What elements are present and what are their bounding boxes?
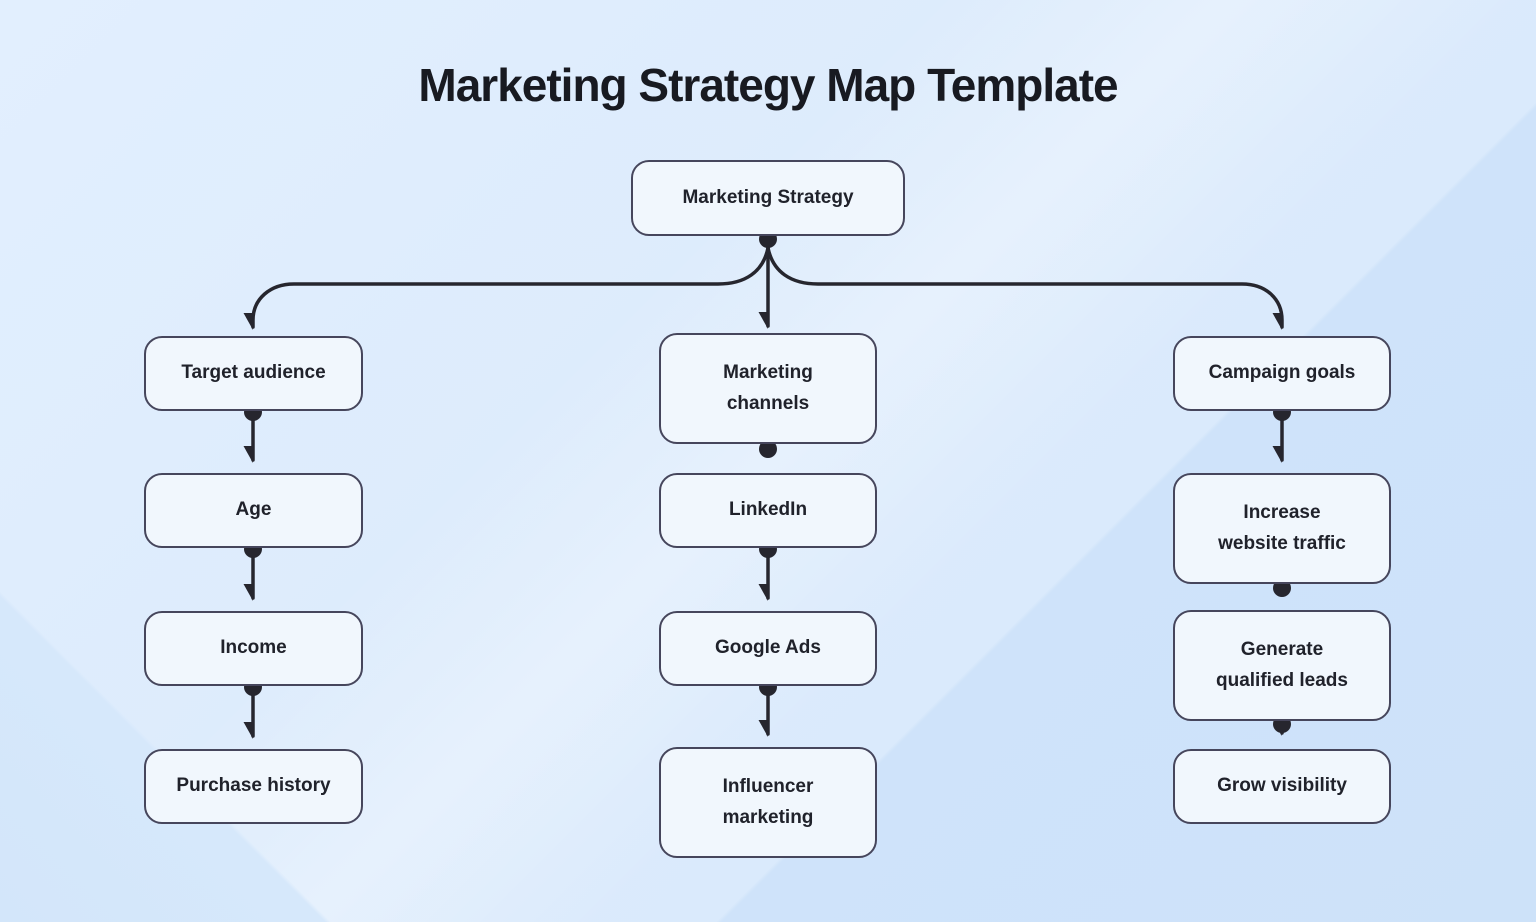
node-income[interactable]: Income (144, 611, 363, 686)
connector-campaign-goals-to-increase-website-traffic (1273, 403, 1291, 460)
connector-google-ads-to-influencer-marketing (759, 678, 777, 734)
node-label: LinkedIn (728, 499, 808, 521)
node-label: Income (220, 637, 287, 659)
node-marketing-channels[interactable]: Marketing channels (659, 333, 877, 444)
node-label: Purchase history (176, 775, 331, 797)
node-age[interactable]: Age (144, 473, 363, 548)
page-title: Marketing Strategy Map Template (418, 59, 1118, 111)
connector-target-audience-to-age (244, 403, 262, 460)
node-label: Target audience (181, 362, 326, 384)
node-generate-qualified-leads[interactable]: Generate qualified leads (1173, 610, 1391, 721)
node-campaign-goals[interactable]: Campaign goals (1173, 336, 1391, 411)
connector-root-to-campaign-goals (766, 246, 1284, 327)
node-marketing-strategy[interactable]: Marketing Strategy (631, 160, 905, 236)
node-label: Marketing Strategy (682, 186, 854, 208)
node-label: Marketing channels (723, 361, 813, 414)
node-label: Google Ads (715, 637, 821, 659)
connector-root-to-target-audience (253, 246, 770, 327)
node-target-audience[interactable]: Target audience (144, 336, 363, 411)
node-linkedin[interactable]: LinkedIn (659, 473, 877, 548)
node-increase-website-traffic[interactable]: Increase website traffic (1173, 473, 1391, 584)
connector-linkedin-to-google-ads (759, 540, 777, 598)
node-label: Influencer marketing (722, 775, 814, 828)
node-grow-visibility[interactable]: Grow visibility (1173, 749, 1391, 824)
node-label: Generate qualified leads (1216, 638, 1348, 691)
node-label: Campaign goals (1208, 362, 1356, 384)
node-label: Grow visibility (1217, 775, 1347, 797)
node-google-ads[interactable]: Google Ads (659, 611, 877, 686)
connector-income-to-purchase-history (244, 678, 262, 736)
node-label: Increase website traffic (1218, 501, 1346, 554)
node-purchase-history[interactable]: Purchase history (144, 749, 363, 824)
node-influencer-marketing[interactable]: Influencer marketing (659, 747, 877, 858)
connector-age-to-income (244, 540, 262, 598)
node-label: Age (235, 499, 272, 521)
